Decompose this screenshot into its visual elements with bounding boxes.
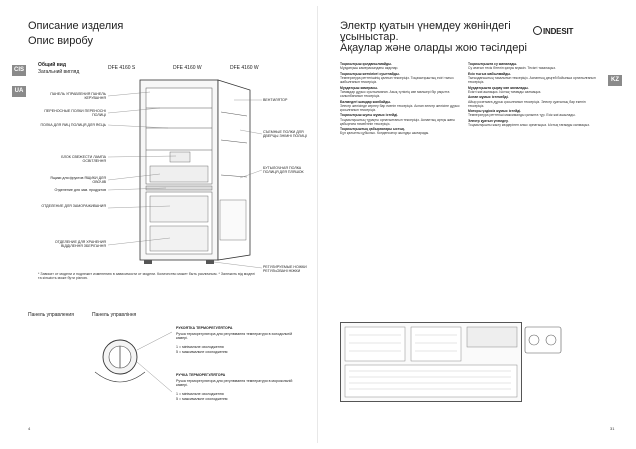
troubleshooting-heading: Бөлмедегі шамдар жанбайды. (340, 99, 392, 104)
energy-label-graphic (344, 326, 518, 398)
troubleshooting-text: Тоңазытқыштың тұрақты орнатылғанын тексе… (340, 117, 455, 126)
page-title-kz: Электр қуатын үнемдеу жөніндегі (340, 20, 511, 32)
fridge-diagram (107, 79, 263, 269)
control-knob-diagram (94, 331, 173, 393)
right-page: Электр қуатын үнемдеу жөніндегі ұсыныста… (318, 0, 636, 449)
troubleshooting-heading: Электр қуатын үнемдеу. (468, 119, 509, 124)
callout-label: ОТДЕЛЕНИЕ ДЛЯ ХРАНЕНИЯ ВІДДІЛЕННЯ ЗБЕРІГ… (54, 240, 106, 248)
troubleshooting-item: Тоңазытқыш жеткілікті суытпайды. Темпера… (340, 72, 460, 84)
model-label: DFE 4160 S (108, 65, 136, 71)
service-contact-graphic (524, 326, 562, 354)
control-panel-heading-ru: Панель управления (28, 312, 74, 318)
page-number: 31 (610, 426, 615, 431)
footnote: * Зависит от модели и подлежит изменению… (38, 272, 256, 281)
page-title-ua: Опис виробу (28, 35, 93, 47)
overview-heading-ua: Загальний вигляд (38, 69, 80, 75)
callout-label: ПЕРЕНОСНЫЕ ПОЛКИ ПЕРЕНОСНІ ПОЛИЦІ (44, 109, 106, 117)
callout-label: ПАНЕЛЬ УПРАВЛЕНИЯ ПАНЕЛЬ КЕРУВАННЯ (50, 92, 106, 100)
troubleshooting-item: Электр қуатын үнемдеу. Тоңазытқышты жылу… (468, 119, 598, 127)
troubleshooting-heading: Тоңазытқышта су жиналады. (468, 62, 518, 66)
troubleshooting-item: Тоңазытқыш шулы жұмыс істейді. Тоңазытқы… (340, 113, 460, 125)
brand-logo: INDESIT (533, 26, 573, 36)
troubleshooting-item: Моторы үздіксіз жұмыс істейді. Температу… (468, 109, 598, 117)
knob1-title: РУКОЯТКА ТЕРМОРЕГУЛЯТОРА (176, 326, 233, 330)
left-page: Описание изделия Опис виробу CIS UA Общи… (12, 20, 307, 431)
troubleshooting-heading: Тоңазытқыш шулы жұмыс істейді. (340, 113, 399, 118)
callout-label: Отделение для зам. продуктов (54, 188, 106, 192)
knob1-item: 1 = мінімальне охолодження (176, 345, 224, 349)
model-label: DFE 4160 W (230, 65, 259, 71)
troubleshooting-item: Тоңазытқышта су жиналады. Су ағатын тесі… (468, 62, 598, 70)
troubleshooting-text: Тағамдар дұрыс суытылмаған. Азық-түлікті… (340, 89, 450, 98)
troubleshooting-text: Айыр розеткаға дұрыс қосылғанын тексерің… (468, 99, 586, 108)
brand-logo-text: INDESIT (543, 27, 574, 36)
callout-label: ВЕНТИЛЯТОР (263, 98, 288, 102)
troubleshooting-text: Тығыздағыштың тазалығын тексеріңіз. Аспа… (468, 75, 596, 84)
energy-label-card (340, 322, 522, 402)
troubleshooting-column-2: Тоңазытқышта су жиналады. Су ағатын тесі… (468, 62, 598, 129)
page-number: 4 (28, 426, 31, 431)
troubleshooting-item: Тоңазытқыштың қабырғалары ыстық. Бұл қал… (340, 127, 460, 135)
model-label: DFE 4160 W (173, 65, 202, 71)
troubleshooting-column-1: Тоңазытқыш қолданылмайды. Мұздатқыш каме… (340, 62, 460, 137)
troubleshooting-text: Бұл қалыпты құбылыс. Конденсатор жылуды … (340, 131, 430, 136)
control-panel-heading-ua: Панель управління (92, 312, 137, 318)
knob2-title: РУЧКА ТЕРМОРЕГУЛЯТОРА (176, 373, 226, 377)
overview-heading-ru: Общий вид (38, 62, 67, 68)
knob2-item: 1 = мінімальне охолодження (176, 392, 224, 396)
troubleshooting-item: Мұздатқыш камерасы. Тағамдар дұрыс суыты… (340, 86, 460, 98)
callout-label: РЕГУЛИРУЕМЫЕ НОЖКИ РЕГУЛЬОВАНІ НІЖКИ (263, 265, 307, 273)
troubleshooting-heading: Тоңазытқыш қолданылмайды. (340, 62, 392, 66)
page-title-ru: Описание изделия (28, 20, 124, 32)
troubleshooting-text: Су ағатын тесік бітеліп қалуы мүмкін. Те… (468, 66, 556, 71)
troubleshooting-text: Электр желісінде кернеу бар екенін тексе… (340, 103, 460, 112)
page-title-kz-2: ұсыныстар. (340, 31, 399, 43)
troubleshooting-item: Мұздатқышта қырау көп жиналады. Есікті ж… (468, 86, 598, 94)
troubleshooting-heading: Аспап жұмыс істемейді. (468, 95, 509, 100)
callout-label: БУТЫЛОЧНАЯ ПОЛКА ПОЛИЦЯ ДЛЯ ПЛЯШОК (263, 166, 304, 174)
troubleshooting-item: Есік тығыз жабылмайды. Тығыздағыштың таз… (468, 72, 598, 84)
troubleshooting-item: Бөлмедегі шамдар жанбайды. Электр желісі… (340, 100, 460, 112)
callout-label: СЪЕМНЫЕ ПОЛКИ ДЛЯ ДВЕРЦЫ ЗНІМНІ ПОЛИЦІ (263, 130, 307, 138)
troubleshooting-text: Температура реттегіші максималды қалыпта… (468, 113, 576, 118)
knob1-text: Ручка терморегулятора для регулювання те… (176, 332, 293, 340)
lang-tab-ua[interactable]: UA (12, 86, 26, 97)
troubleshooting-text: Тоңазытқышты жылу көздерінен алыс орнаты… (468, 123, 590, 128)
troubleshooting-heading: Мұздатқышта қырау көп жиналады. (468, 85, 529, 90)
page-title-kz-3: Ақаулар және оларды жою тәсілдері (340, 42, 527, 54)
knob2-item: 5 = максимальне охолодження (176, 397, 228, 401)
troubleshooting-text: Есікті жиі ашпаңыз. Ыстық тағамды салмаң… (468, 89, 542, 94)
page-gutter (317, 6, 318, 443)
troubleshooting-text: Мұздатқыш камерасындағы ақаулар. (340, 66, 399, 71)
troubleshooting-heading: Тоңазытқыш жеткілікті суытпайды. (340, 71, 400, 76)
callout-label: БЛОК СВЕЖЕСТИ ЛАМПА ОСВІТЛЕННЯ (61, 155, 106, 163)
callout-label: Ящики для фруктов ЯЩИКИ ДЛЯ ОВОЧІВ (50, 176, 106, 184)
troubleshooting-heading: Тоңазытқыштың қабырғалары ыстық. (340, 127, 405, 132)
troubleshooting-heading: Мұздатқыш камерасы. (340, 85, 379, 90)
knob1-item: 5 = максимальне охолодження (176, 350, 228, 354)
troubleshooting-item: Тоңазытқыш қолданылмайды. Мұздатқыш каме… (340, 62, 460, 70)
troubleshooting-heading: Моторы үздіксіз жұмыс істейді. (468, 109, 522, 114)
callout-label: ПОЛКА ДЛЯ ЯИЦ ПОЛИЦЯ ДЛЯ ЯЄЦЬ (40, 123, 106, 127)
logo-ring-icon (533, 26, 542, 35)
callout-label: ОТДЕЛЕНИЕ ДЛЯ ЗАМОРАЖИВАНИЯ (41, 204, 106, 208)
troubleshooting-text: Температура реттегішінің қалпын тексерің… (340, 75, 454, 84)
lang-tab-kz[interactable]: KZ (608, 75, 622, 86)
lang-tab-cis[interactable]: CIS (12, 65, 26, 76)
knob2-text: Ручка терморегулятора для регулювання те… (176, 379, 293, 387)
troubleshooting-item: Аспап жұмыс істемейді. Айыр розеткаға дұ… (468, 95, 598, 107)
troubleshooting-heading: Есік тығыз жабылмайды. (468, 71, 512, 76)
